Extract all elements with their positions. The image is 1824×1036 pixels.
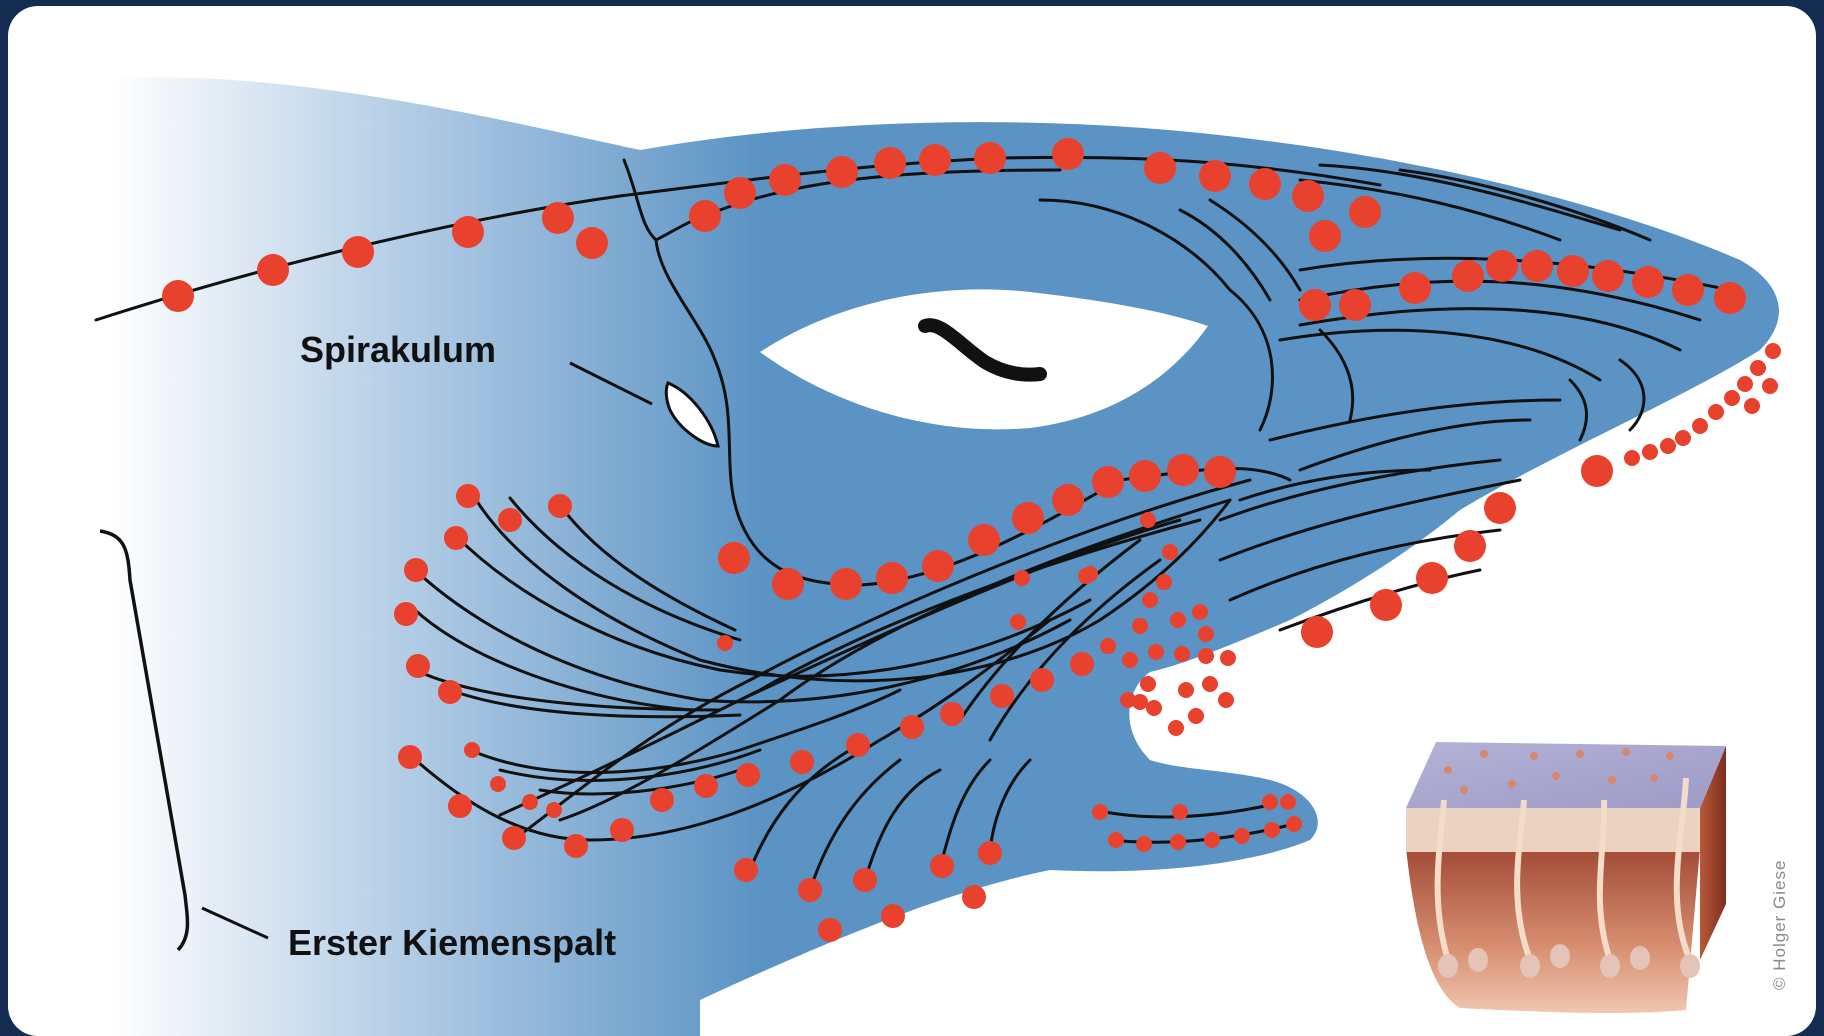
gill-slit-label: Erster Kiemenspalt <box>288 922 616 963</box>
inset-skin-top <box>1406 742 1726 808</box>
figure-frame: Spirakulum Erster Kiemenspalt © Holger G… <box>8 6 1816 1036</box>
ampulla-inset <box>1406 742 1726 1013</box>
shark-head-diagram: Spirakulum Erster Kiemenspalt © Holger G… <box>8 6 1816 1036</box>
inset-epidermis <box>1406 808 1700 852</box>
inset-tissue <box>1406 848 1700 1013</box>
image-credit: © Holger Giese <box>1770 860 1789 990</box>
spiracle-label: Spirakulum <box>300 329 496 370</box>
